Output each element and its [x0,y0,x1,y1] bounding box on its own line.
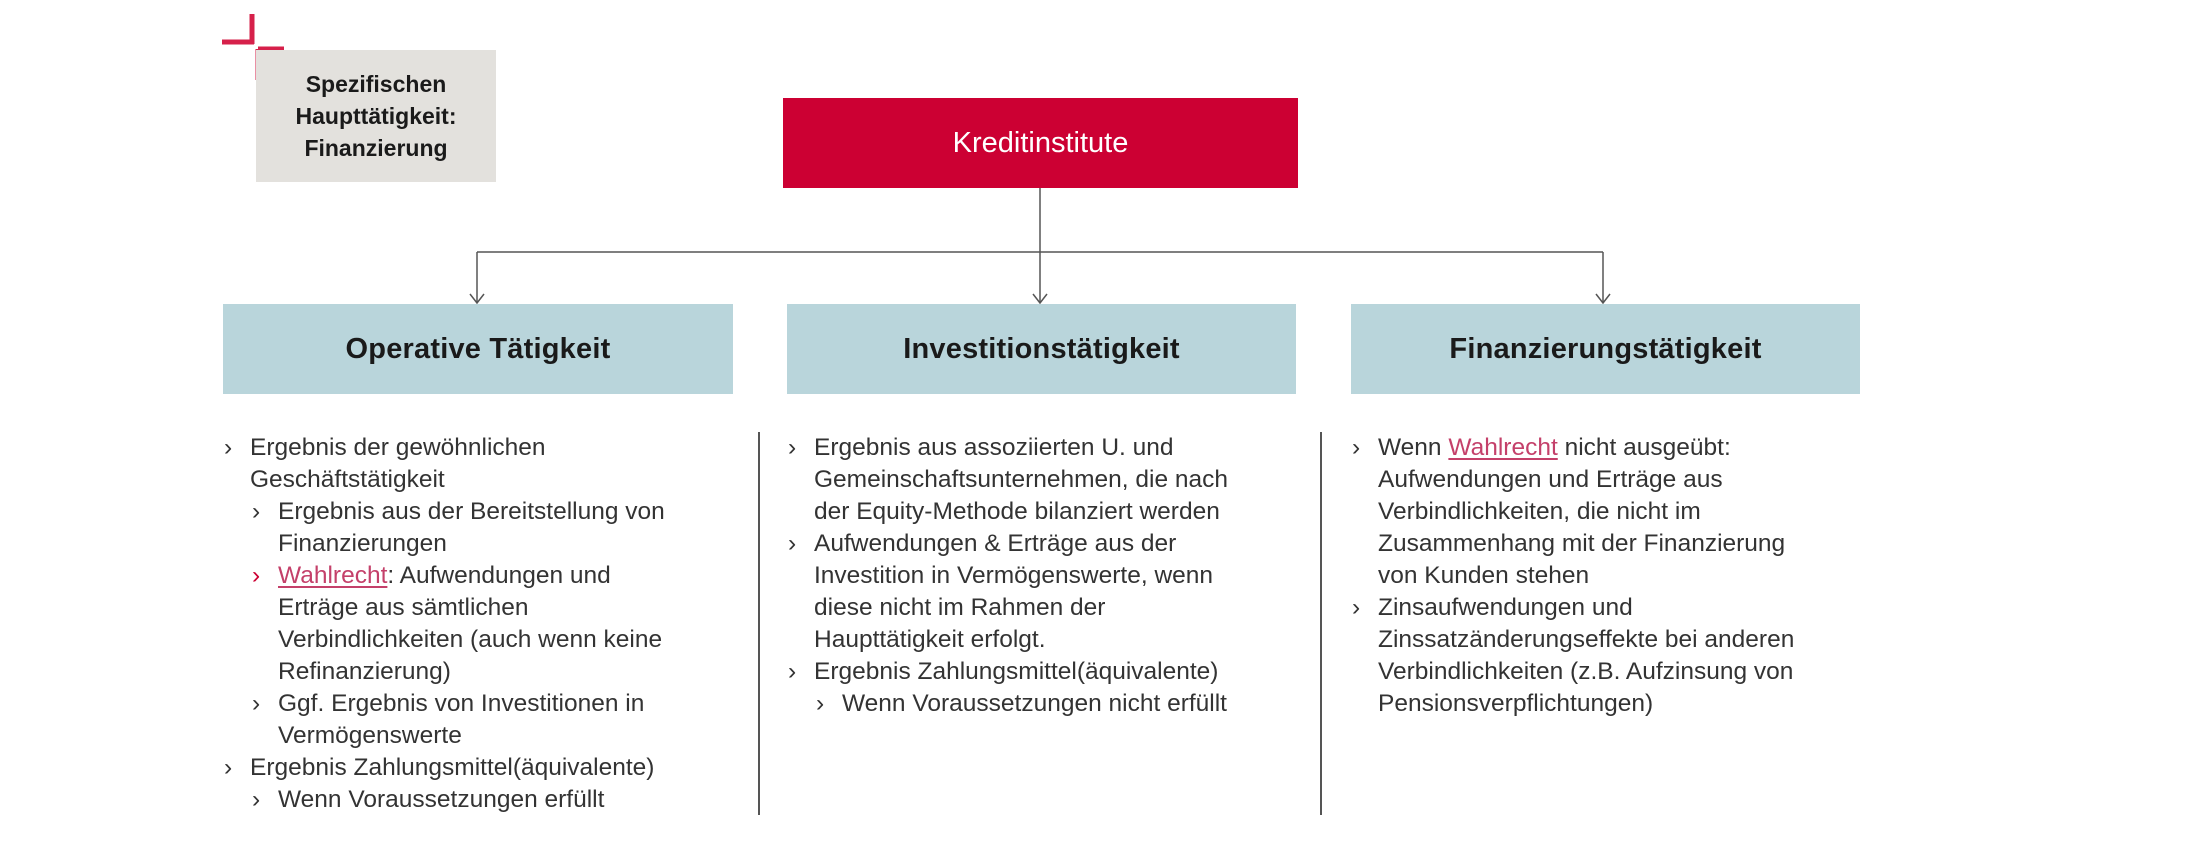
text-line: Ergebnis aus assoziierten U. und [814,434,1174,461]
wahlrecht-link[interactable]: Wahlrecht [278,562,388,589]
text-line: Gemeinschaftsunternehmen, die nach [814,466,1229,493]
bullet-chevron-icon: › [1352,434,1361,461]
text-line: Verbindlichkeiten, die nicht im [1378,498,1701,525]
text-segment: nicht ausgeübt: [1557,434,1731,461]
text-line: Finanzierungen [278,530,447,557]
text-line: Ergebnis der gewöhnlichen [250,434,546,461]
list-item-text: Wenn Voraussetzungen erfüllt [278,784,742,816]
corner-mark-logo [222,14,284,80]
bullet-chevron-icon: › [224,434,233,461]
column-divider [1320,432,1322,815]
bullet-chevron-icon: › [224,754,233,781]
text-line: Zinssatzänderungseffekte bei anderen [1378,626,1795,653]
text-line: Ergebnis aus der Bereitstellung von [278,498,665,525]
list-item: › Ergebnis Zahlungsmittel(äquivalente) [222,752,742,784]
sub-list-item: › Wenn Voraussetzungen nicht erfüllt [814,688,1306,720]
text-segment: : Aufwendungen und [387,562,611,589]
text-line: Vermögenswerte [278,722,462,749]
arrowhead-operative [469,293,485,305]
text-line: Haupttätigkeit erfolgt. [814,626,1046,653]
sub-list-item: › Ggf. Ergebnis von Investitionen in Vermö… [250,688,742,752]
header-label: Investitionstätigkeit [903,332,1180,365]
bullet-chevron-icon: › [252,498,261,525]
root-node-label: Kreditinstitute [952,126,1129,159]
text-line: Zinsaufwendungen und [1378,594,1633,621]
text-line: Zusammenhang mit der Finanzierung [1378,530,1786,557]
bullet-chevron-icon: › [816,690,825,717]
header-operative-taetigkeit: Operative Tätigkeit [223,304,733,394]
bullet-chevron-icon: › [1352,594,1361,621]
text-line: Ggf. Ergebnis von Investitionen in [278,690,645,717]
text-line: von Kunden stehen [1378,562,1590,589]
arrowhead-finanzierung [1595,293,1611,305]
text-line: Ergebnis Zahlungsmittel(äquivalente) [814,658,1219,685]
list-item: › Ergebnis Zahlungsmittel(äquivalente) [786,656,1306,688]
header-label: Finanzierungstätigkeit [1449,332,1762,365]
arrowhead-investition [1032,293,1048,305]
bullet-chevron-icon: › [252,690,261,717]
sub-list-item: › Wenn Voraussetzungen erfüllt [250,784,742,816]
text-line: Geschäftstätigkeit [250,466,445,493]
text-line: der Equity-Methode bilanziert werden [814,498,1220,525]
root-node-kreditinstitute: Kreditinstitute [783,98,1298,188]
text-line: Wenn Voraussetzungen erfüllt [278,786,605,813]
text-line: Ergebnis Zahlungsmittel(äquivalente) [250,754,655,781]
bullet-chevron-icon: › [252,786,261,813]
text-segment: Wenn [1378,434,1449,461]
header-label: Operative Tätigkeit [345,332,611,365]
wahlrecht-link[interactable]: Wahlrecht [1448,434,1558,461]
bullet-chevron-icon: › [788,434,797,461]
list-item-text: Wenn Voraussetzungen nicht erfüllt [842,688,1306,720]
bullet-chevron-icon: › [788,658,797,685]
text-line: Verbindlichkeiten (auch wenn keine [278,626,663,653]
text-line: diese nicht im Rahmen der [814,594,1106,621]
bullet-chevron-icon: › [252,562,261,589]
header-investitionstaetigkeit: Investitionstätigkeit [787,304,1296,394]
list-item-text: Ergebnis Zahlungsmittel(äquivalente) [814,656,1306,688]
list-item-text: Wenn Wahlrecht nicht ausgeübt: Aufwendung… [1378,432,1870,592]
bullet-chevron-icon: › [788,530,797,557]
list-item-text: Ggf. Ergebnis von Investitionen in Vermög… [278,688,742,752]
list-item-text: Ergebnis Zahlungsmittel(äquivalente) [250,752,742,784]
list-finanzierung: › Wenn Wahlrecht nicht ausgeübt: Aufwendun… [1350,432,1870,720]
text-line: Pensionsverpflichtungen) [1378,690,1654,717]
text-line: Wenn Voraussetzungen nicht erfüllt [842,690,1227,717]
header-finanzierungstaetigkeit: Finanzierungstätigkeit [1351,304,1860,394]
text-line: Verbindlichkeiten (z.B. Aufzinsung von [1378,658,1794,685]
text-line: Aufwendungen & Erträge aus der [814,530,1177,557]
category-tag: Spezifischen Haupttätigkeit: Finanzierun… [256,50,496,182]
category-tag-text: Spezifischen Haupttätigkeit: Finanzierun… [295,71,457,161]
text-line: Investition in Vermögenswerte, wenn [814,562,1214,589]
list-item: › Wenn Wahlrecht nicht ausgeübt: Aufwendun… [1350,432,1870,592]
text-line: Refinanzierung) [278,658,451,685]
column-divider [758,432,760,815]
text-line: Aufwendungen und Erträge aus [1378,466,1723,493]
text-line: Erträge aus sämtlichen [278,594,529,621]
